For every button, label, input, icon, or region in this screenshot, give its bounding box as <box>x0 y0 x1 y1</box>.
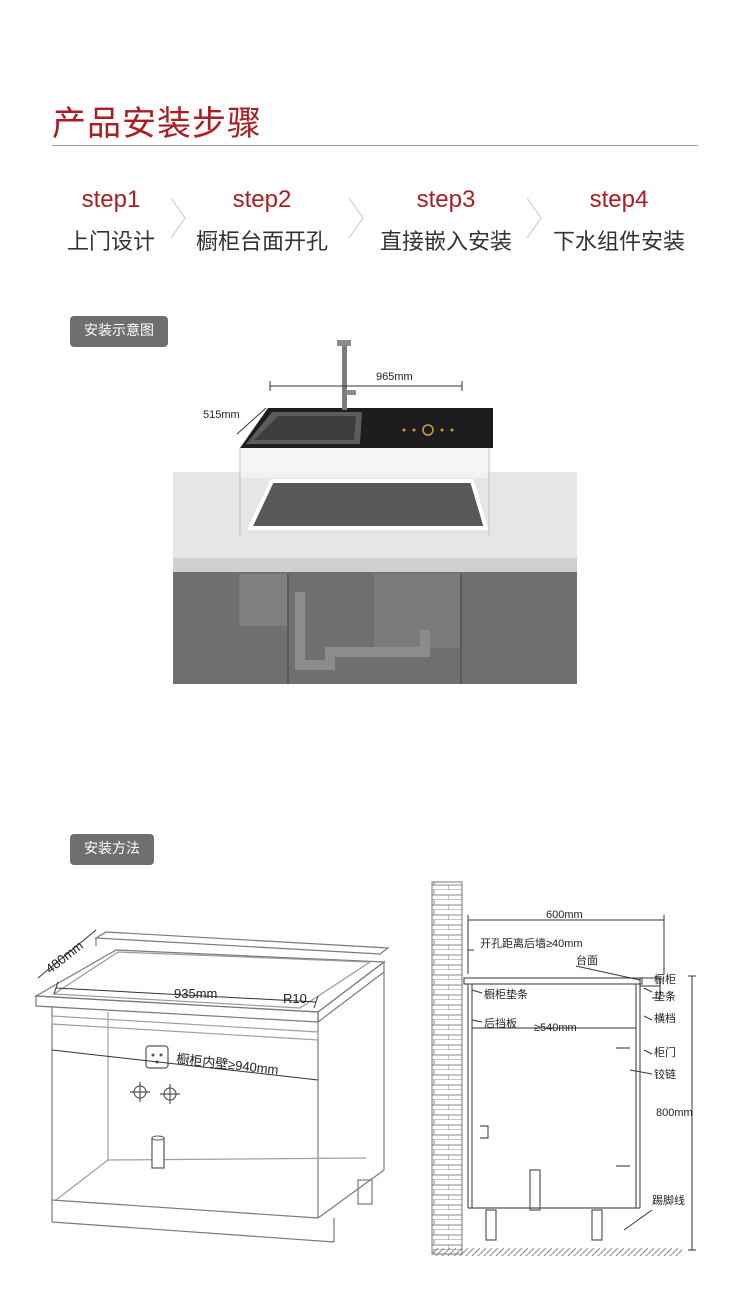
step-4: step4 下水组件安装 <box>546 186 692 256</box>
label-cabinet: 橱柜 <box>654 972 676 986</box>
section-badge-diagram: 安装示意图 <box>70 316 168 347</box>
label-back-panel: 后挡板 <box>484 1016 517 1030</box>
dim-r10: R10 <box>283 991 307 1006</box>
side-section-diagram: 600mm 开孔距离后墙≥40mm 台面 橱柜垫条 后挡板 ≥540mm 橱柜 … <box>431 881 696 1256</box>
dim-965: 965mm <box>376 371 413 383</box>
dim-800: 800mm <box>656 1107 693 1119</box>
step-1-label: 上门设计 <box>66 230 155 255</box>
dim-935: 935mm <box>174 986 217 1001</box>
step-3-label: 直接嵌入安装 <box>379 230 512 255</box>
label-door: 柜门 <box>654 1045 676 1059</box>
step-1: step1 上门设计 <box>62 186 160 256</box>
section-badge-method: 安装方法 <box>70 834 154 865</box>
dim-540: ≥540mm <box>534 1022 577 1034</box>
chevron-right-icon <box>170 197 186 239</box>
title-divider <box>52 145 698 146</box>
step-2: step2 橱柜台面开孔 <box>192 186 332 256</box>
label-kickboard: 踢脚线 <box>652 1193 685 1207</box>
step-3-number: step3 <box>416 186 476 213</box>
chevron-right-icon <box>348 197 364 239</box>
label-cabinet-pad: 橱柜垫条 <box>484 987 528 1001</box>
dim-inner-wall: 橱柜内壁≥940mm <box>176 1051 280 1077</box>
label-countertop: 台面 <box>576 953 598 967</box>
label-hole-distance: 开孔距离后墙≥40mm <box>480 936 583 950</box>
label-hinge: 铰链 <box>654 1067 676 1081</box>
dim-600: 600mm <box>546 909 583 921</box>
label-crossbar: 横档 <box>654 1011 676 1025</box>
label-pad: 垫条 <box>654 989 676 1003</box>
step-1-number: step1 <box>81 186 141 213</box>
step-3: step3 直接嵌入安装 <box>374 186 518 256</box>
step-2-label: 橱柜台面开孔 <box>195 230 328 255</box>
chevron-right-icon <box>526 197 542 239</box>
step-4-label: 下水组件安装 <box>552 230 685 255</box>
step-4-number: step4 <box>589 186 649 213</box>
page-title: 产品安装步骤 <box>52 104 262 144</box>
cabinet-cutout-diagram: 480mm 935mm R10 橱柜内壁≥940mm <box>33 929 390 1243</box>
step-2-number: step2 <box>232 186 292 213</box>
installation-diagram: 965mm 515mm <box>173 340 577 684</box>
dim-515: 515mm <box>203 409 240 421</box>
